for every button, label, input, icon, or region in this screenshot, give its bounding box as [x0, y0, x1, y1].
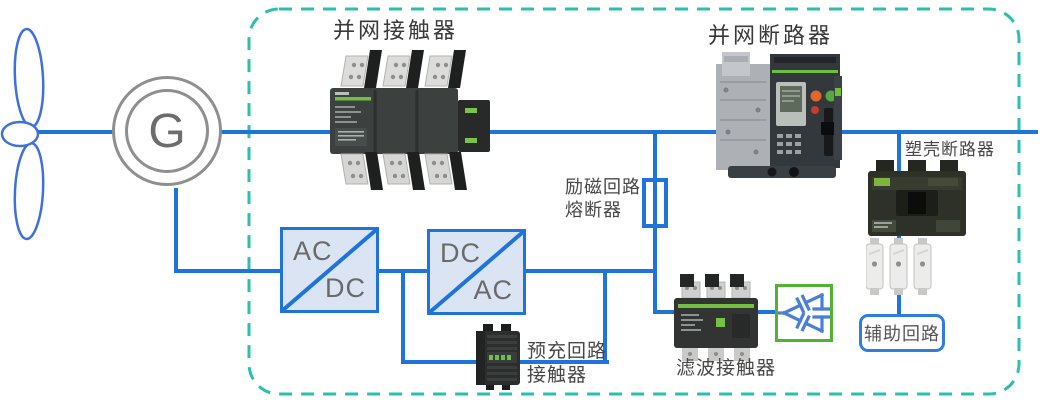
grid-breaker-image	[716, 52, 842, 178]
dcac-bottom-label: AC	[473, 275, 513, 305]
precharge-contactor-label: 预充回路 接触器	[527, 341, 608, 386]
wire-main-bus	[38, 130, 1038, 134]
filter-contactor-label: 滤波接触器	[676, 358, 777, 379]
grid-contactor-image	[330, 50, 490, 190]
filter-contactor-image	[674, 274, 758, 361]
dcac-top-label: DC	[440, 238, 481, 268]
acdc-bottom-label: DC	[325, 273, 366, 303]
filter-capacitor-symbol	[778, 292, 830, 334]
wire-dcac-out	[526, 269, 657, 273]
grid-contactor-label: 并网接触器	[333, 18, 459, 43]
fuse-links-image	[866, 238, 932, 295]
acdc-diagonal	[283, 230, 376, 310]
acdc-top-label: AC	[293, 236, 333, 266]
generator-inner-circle: G	[125, 89, 209, 173]
wire-precharge-left	[401, 271, 405, 364]
excitation-fuse-label: 励磁回路 熔断器	[565, 177, 641, 220]
wire-generator-down	[174, 188, 178, 273]
acdc-converter-box: AC DC	[280, 227, 379, 313]
generator-symbol: G	[148, 104, 186, 158]
wire-excitation-vertical	[653, 130, 657, 314]
generator-icon: G	[112, 76, 222, 186]
wire-precharge-right	[603, 271, 607, 364]
wire-generator-to-acdc	[174, 269, 282, 273]
mccb-image	[868, 160, 966, 236]
dcac-diagonal	[430, 232, 523, 312]
grid-breaker-label: 并网断路器	[708, 23, 834, 48]
aux-circuit-label: 辅助回路	[864, 324, 940, 344]
mccb-label: 塑壳断路器	[905, 140, 995, 159]
filter-bank-box	[775, 284, 833, 342]
aux-circuit-box: 辅助回路	[859, 314, 945, 352]
wind-turbine-icon	[0, 27, 45, 241]
precharge-contactor-image	[476, 324, 520, 390]
dcac-converter-box: DC AC	[427, 229, 526, 315]
excitation-fuse-symbol	[642, 178, 668, 228]
